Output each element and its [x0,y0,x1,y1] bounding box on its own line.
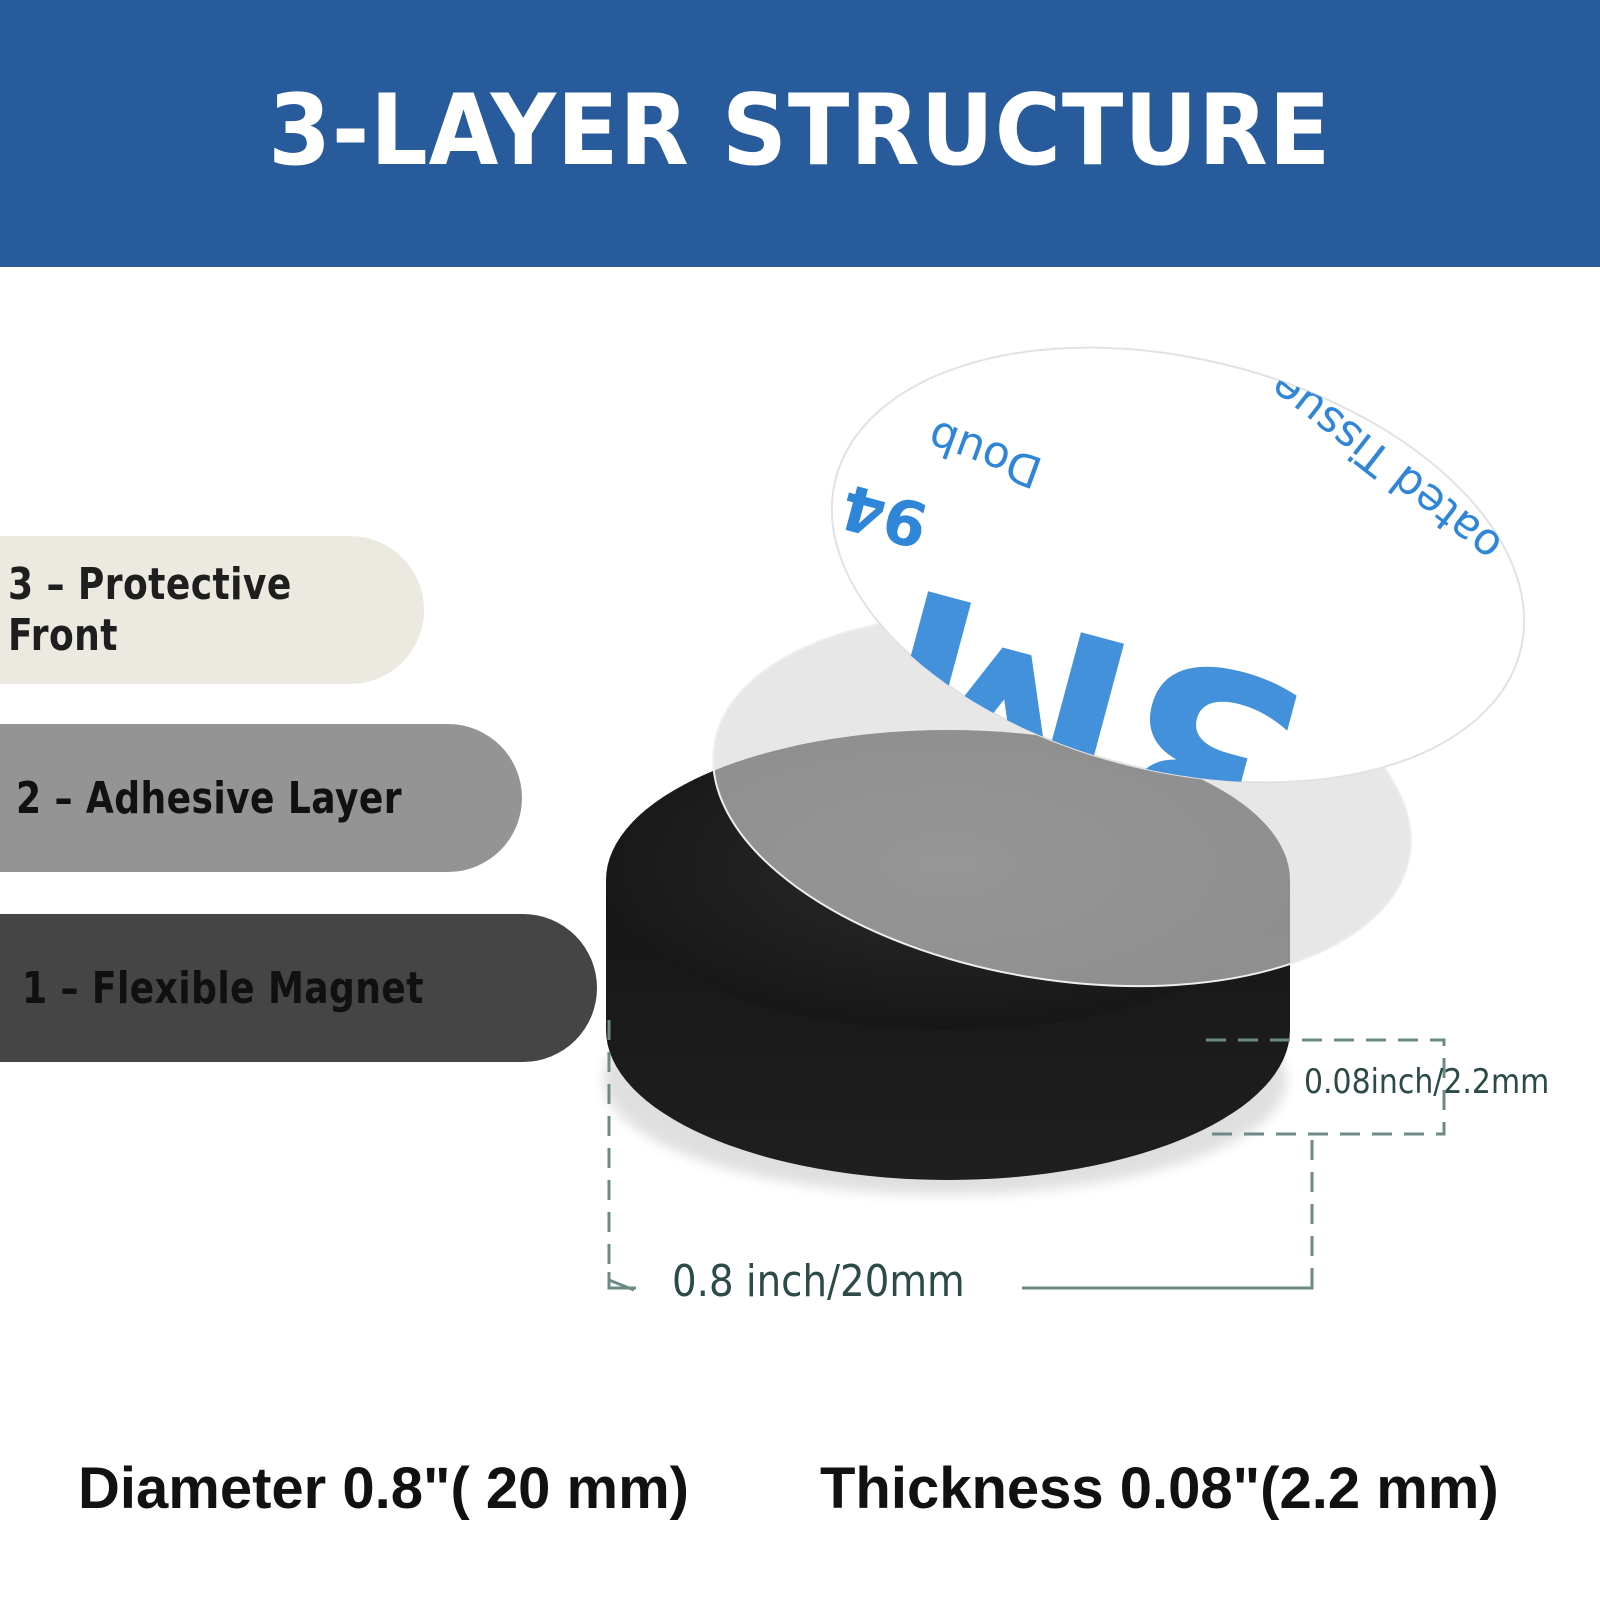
layer-label-text: 1 – Flexible Magnet [22,962,424,1014]
thickness-spec: Thickness 0.08"(2.2 mm) [820,1456,1499,1521]
layer-label-adhesive-layer: 2 – Adhesive Layer [0,724,522,872]
layer-label-flexible-magnet: 1 – Flexible Magnet [0,914,597,1062]
diameter-dimension-text: 0.8 inch/20mm [672,1256,965,1307]
dimension-guides [607,1020,1446,1280]
thickness-dimension-text: 0.08inch/2.2mm [1304,1062,1550,1102]
page-title: 3-LAYER STRUCTURE [268,73,1332,188]
layer-label-protective-front: 3 – Protective Front [0,536,424,684]
thickness-dimension-label: 0.08inch/2.2mm [1304,1062,1583,1102]
diameter-dimension-label: 0.8 inch/20mm [672,1256,1005,1307]
diameter-base-lines [607,1272,1314,1292]
layer-label-text: 2 – Adhesive Layer [16,772,402,824]
diameter-spec: Diameter 0.8"( 20 mm) [78,1456,689,1521]
header-banner: 3-LAYER STRUCTURE [0,0,1600,267]
layer-label-text: 3 – Protective Front [8,559,292,661]
thickness-bracket [1206,1038,1446,1136]
